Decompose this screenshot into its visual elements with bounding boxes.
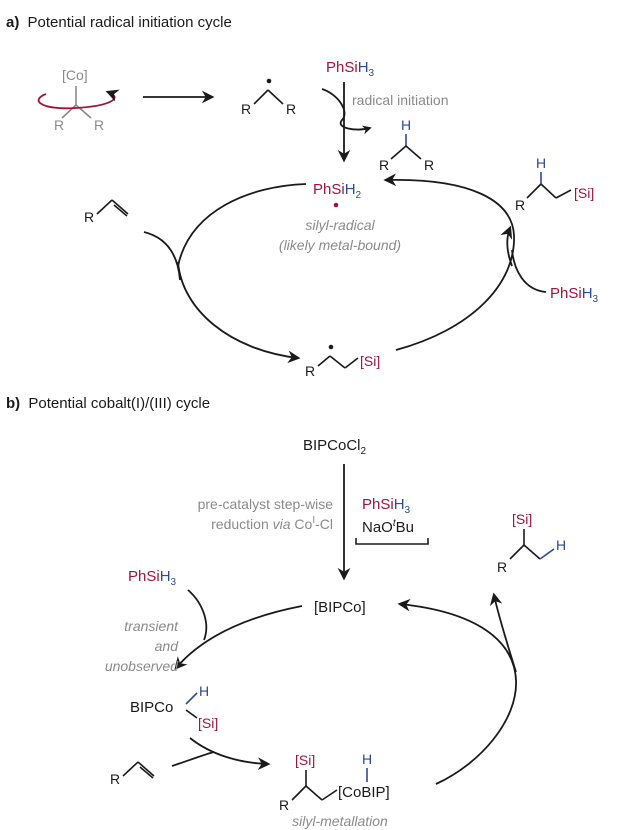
cycle-a-right-arc [383, 173, 515, 351]
silylmetallation-intermediate: [Si] R H [CoBIP] [279, 751, 390, 813]
bipco-label: BIPCo [130, 699, 173, 716]
silyl-radical-caption-2: (likely metal-bound) [279, 237, 401, 253]
alkene-b-r: R [110, 771, 120, 787]
section-a-title: Potential radical initiation cycle [28, 14, 232, 31]
phsih3-reagent-b: PhSiH3 [362, 496, 411, 516]
radical-initiation-label: radical initiation [352, 92, 449, 108]
intermediate-b-si: [Si] [295, 752, 315, 768]
alkene-b: R [110, 761, 155, 787]
intermediate-b-r: R [279, 797, 289, 813]
phsih3-reagent-b-left: PhSiH3 [128, 568, 177, 588]
transient-line-2: and [155, 638, 180, 654]
phsih3-reagent-a: PhSiH3 [326, 59, 375, 79]
transient-line-3: unobserved [105, 658, 179, 674]
alkane-r-left: R [379, 157, 389, 173]
r-group-left: R [54, 117, 64, 133]
bipco-h: H [199, 683, 209, 699]
silyl-metallation-label: silyl-metallation [292, 813, 388, 829]
silylalkyl-radical: R [Si] [305, 344, 380, 379]
product-b-r: R [497, 559, 507, 575]
product-b-si: [Si] [512, 511, 532, 527]
cycle-a-top-arc [177, 183, 307, 267]
alkane-r-right: R [424, 157, 434, 173]
reagent-bracket [355, 538, 429, 545]
intermediate-r: R [305, 363, 315, 379]
base-naotbu: NaOtBu [362, 518, 414, 536]
cobalt-hydride-silyl: BIPCo H [Si] [130, 683, 218, 731]
bipco-si: [Si] [198, 715, 218, 731]
cycle-a-left-arc [177, 261, 301, 364]
cycle-b-left-arc [189, 737, 271, 770]
precatalyst: BIPCoCl2 [303, 437, 367, 457]
active-catalyst: [BIPCo] [314, 599, 366, 616]
product-a-r: R [515, 197, 525, 213]
cycle-a-phsih3-in [511, 249, 547, 293]
reduction-line-1: pre-catalyst step-wise [198, 496, 334, 512]
silyl-product-b: [Si] R H [497, 511, 566, 575]
hat-curve-arrow [321, 88, 372, 135]
cycle-a-product-out [500, 225, 513, 267]
alkene-b-feed [171, 751, 215, 767]
silyl-product-a: H R [Si] [515, 155, 594, 213]
silyl-radical-dot [333, 202, 339, 208]
alkene-a: R [84, 199, 129, 225]
cycle-a-alkene-feed [143, 231, 181, 281]
product-a-h: H [536, 155, 546, 171]
section-b: b) Potential cobalt(I)/(III) cycle BIPCo… [6, 395, 566, 829]
svg-text:b) Potential cobalt(I)/(: b) Potential cobalt(I)/(III) cycle [6, 395, 210, 412]
section-b-title: Potential cobalt(I)/(III) cycle [28, 395, 210, 412]
radical-dot [266, 78, 272, 84]
intermediate-radical-dot [328, 344, 334, 350]
intermediate-si: [Si] [360, 353, 380, 369]
transient-line-1: transient [124, 618, 179, 634]
intermediate-b-cobip: [CoBIP] [338, 784, 390, 801]
product-a-si: [Si] [574, 185, 594, 201]
product-b-h: H [556, 537, 566, 553]
cycle-b-top-left-arc [174, 605, 303, 670]
r-group-right: R [94, 117, 104, 133]
silyl-radical-caption-1: silyl-radical [305, 217, 375, 233]
section-b-letter: b) [6, 395, 20, 412]
section-a: a) Potential radical initiation cycle [C… [6, 14, 599, 379]
radical-r-left: R [241, 101, 251, 117]
phsih3-reagent-a-right: PhSiH3 [550, 285, 599, 305]
section-a-letter: a) [6, 14, 19, 31]
oxidative-addition-feed [187, 589, 208, 641]
intermediate-b-h: H [362, 751, 372, 767]
cycle-b-right-arc [397, 598, 517, 785]
reduction-line-2: reduction via CoI-Cl [211, 515, 333, 532]
radical-r-right: R [286, 101, 296, 117]
svg-text:a) Potential radical ini: a) Potential radical initiation cycle [6, 14, 232, 31]
cobalt-label: [Co] [62, 67, 88, 83]
alkene-a-r: R [84, 209, 94, 225]
alkyl-radical: R R [241, 78, 296, 117]
rotation-arrow-icon [37, 89, 120, 110]
cycle-b-product-out [489, 592, 517, 673]
silyl-radical: PhSiH2 [313, 181, 362, 201]
alkane-h: H [401, 117, 411, 133]
alkane-product: H R R [379, 117, 434, 173]
cobalt-alkyl-precursor: [Co] R R [37, 67, 120, 133]
